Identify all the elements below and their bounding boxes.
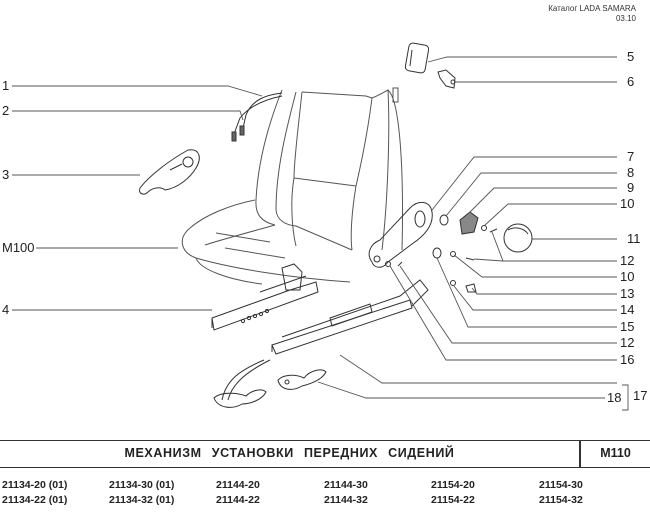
model-code: 21154-22 bbox=[431, 494, 475, 506]
callout-14: 14 bbox=[620, 302, 635, 317]
part-1-2-wires bbox=[231, 92, 283, 142]
catalog-date: 03.10 bbox=[615, 14, 636, 23]
callout-18: 18 bbox=[607, 390, 622, 405]
model-column: 21144-20 21144-22 bbox=[216, 478, 260, 508]
part-7-lever bbox=[368, 202, 433, 268]
part-3-cover bbox=[139, 149, 200, 195]
callout-1: 1 bbox=[2, 78, 10, 93]
model-code: 21134-22 (01) bbox=[2, 494, 68, 506]
callout-12: 12 bbox=[620, 253, 635, 268]
section-code: M110 bbox=[600, 446, 631, 460]
callout-10b: 10 bbox=[620, 269, 635, 284]
callout-12b: 12 bbox=[620, 335, 635, 350]
model-code: 21154-30 bbox=[539, 479, 583, 491]
callout-4: 4 bbox=[2, 302, 10, 317]
callout-11: 11 bbox=[627, 231, 641, 246]
part-6-clip bbox=[437, 69, 456, 89]
model-column: 21144-30 21144-32 bbox=[324, 478, 368, 508]
catalog-label: Каталог LADA SAMARA bbox=[548, 4, 636, 13]
model-column: 21154-20 21154-22 bbox=[431, 478, 475, 508]
model-code: 21144-30 bbox=[324, 479, 368, 491]
callout-2: 2 bbox=[2, 103, 10, 118]
callout-m100: M100 bbox=[2, 240, 35, 255]
callout-7: 7 bbox=[627, 149, 635, 164]
model-code: 21154-20 bbox=[431, 479, 475, 491]
callout-8: 8 bbox=[627, 165, 635, 180]
model-code: 21144-32 bbox=[324, 494, 368, 506]
callout-17: 17 bbox=[633, 388, 648, 403]
callout-16: 16 bbox=[620, 352, 635, 367]
model-code: 21154-32 bbox=[539, 494, 583, 506]
part-17-rail bbox=[221, 279, 429, 401]
callout-10: 10 bbox=[620, 196, 635, 211]
callout-6: 6 bbox=[627, 74, 635, 89]
title-divider bbox=[579, 441, 581, 467]
model-column: 21134-20 (01) 21134-22 (01) bbox=[2, 478, 67, 508]
callout-3: 3 bbox=[2, 167, 10, 182]
exploded-diagram bbox=[12, 42, 629, 411]
part-4-rail bbox=[211, 263, 319, 331]
leader-lines bbox=[12, 56, 629, 411]
model-code: 21134-32 (01) bbox=[109, 494, 175, 506]
small-parts bbox=[385, 211, 533, 293]
model-column: 21154-30 21154-32 bbox=[539, 478, 583, 508]
seat-drawing bbox=[181, 87, 403, 285]
title-bar: МЕХАНИЗМ УСТАНОВКИ ПЕРЕДНИХ СИДЕНИЙ M110 bbox=[0, 440, 650, 468]
callout-5: 5 bbox=[627, 49, 635, 64]
model-code: 21144-20 bbox=[216, 479, 260, 491]
model-code: 21144-22 bbox=[216, 494, 260, 506]
callout-9: 9 bbox=[627, 180, 635, 195]
part-5-handle bbox=[404, 42, 430, 74]
section-title: МЕХАНИЗМ УСТАНОВКИ ПЕРЕДНИХ СИДЕНИЙ bbox=[124, 446, 455, 460]
part-18-brackets bbox=[213, 369, 327, 408]
callout-13: 13 bbox=[620, 286, 635, 301]
callout-15: 15 bbox=[620, 319, 635, 334]
model-column: 21134-30 (01) 21134-32 (01) bbox=[109, 478, 174, 508]
model-code: 21134-30 (01) bbox=[109, 479, 175, 491]
model-code: 21134-20 (01) bbox=[2, 479, 68, 491]
catalog-header: Каталог LADA SAMARA 03.10 bbox=[548, 4, 636, 24]
